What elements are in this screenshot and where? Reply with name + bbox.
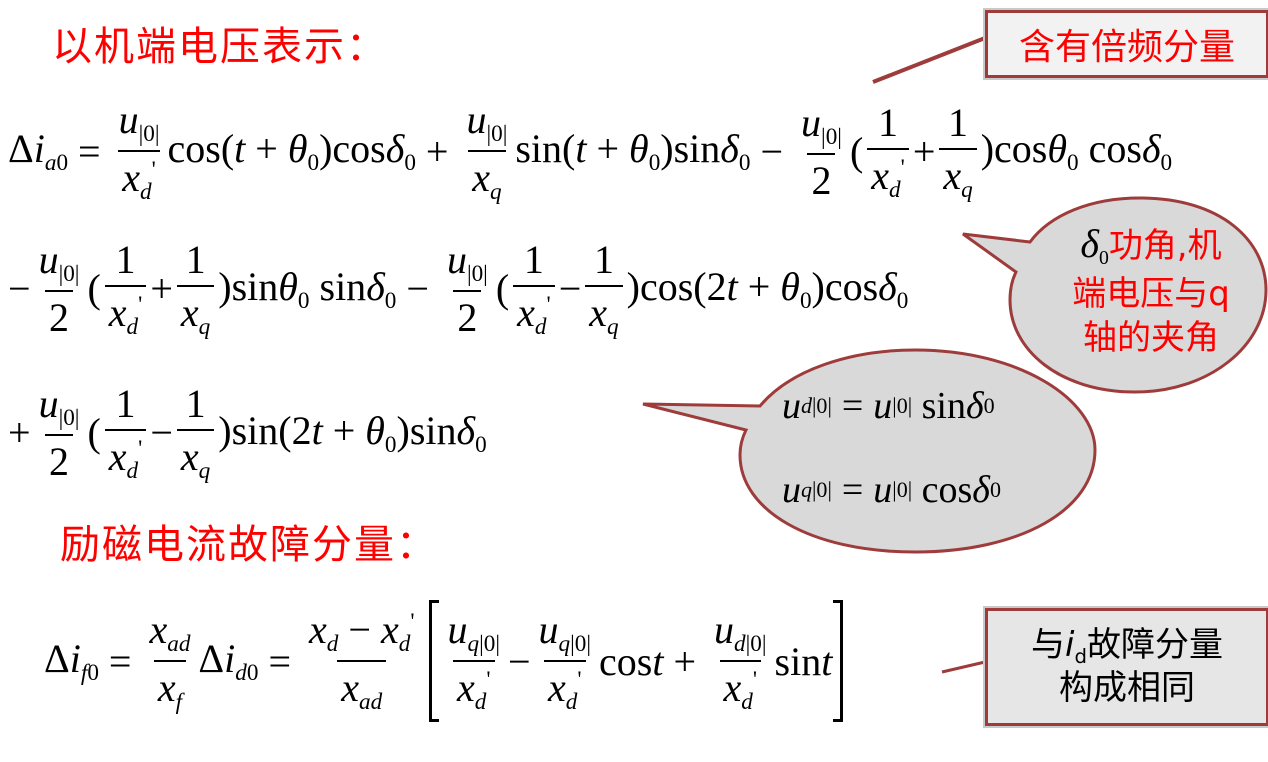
equation-ia0-line1: Δia0 = u|0|xd' cos(t + θ0)cosδ0 + u|0|xq…: [8, 97, 1173, 206]
same-structure-prefix: 与: [1031, 624, 1066, 665]
power-angle-bubble: [962, 196, 1268, 394]
same-structure-note-box: 与id故障分量 构成相同: [985, 608, 1268, 726]
harmonic-pointer-line: [872, 36, 986, 84]
harmonic-note-text: 含有倍频分量: [1018, 27, 1235, 68]
harmonic-note-box: 含有倍频分量: [985, 10, 1268, 78]
heading-field-current: 励磁电流故障分量：: [60, 522, 438, 568]
id-symbol: i: [1065, 624, 1075, 665]
power-angle-line2: 端电压与q: [1072, 273, 1230, 314]
delta-symbol: δ: [1080, 221, 1099, 266]
voltage-components-bubble: [642, 348, 1097, 554]
heading-terminal-voltage: 以机端电压表示：: [52, 24, 388, 70]
power-angle-line3: 轴的夹角: [1083, 317, 1219, 358]
same-structure-line1: 故障分量: [1086, 624, 1223, 665]
power-angle-note: δ0功角,机 端电压与q 轴的夹角: [1040, 218, 1262, 360]
same-structure-line2: 构成相同: [1059, 668, 1195, 709]
id-subscript: d: [1074, 644, 1087, 668]
delta-subscript: 0: [1098, 246, 1109, 269]
power-angle-line1: 功角,机: [1108, 226, 1222, 266]
same-structure-pointer-line: [941, 660, 986, 674]
